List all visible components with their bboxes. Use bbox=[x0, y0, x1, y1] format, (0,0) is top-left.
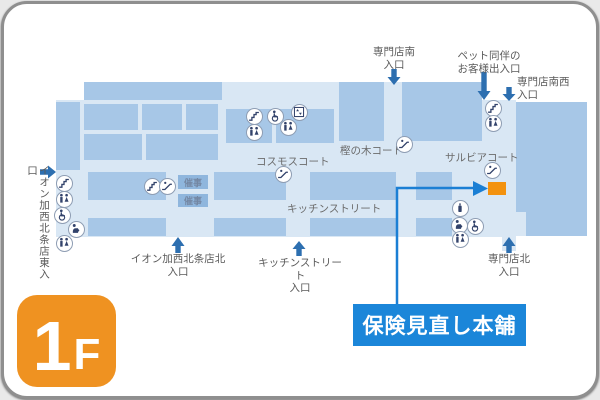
floor-letter: F bbox=[73, 330, 101, 379]
entrance-arrow-south bbox=[387, 69, 401, 85]
floor-badge: 1 F bbox=[17, 295, 116, 387]
restroom-icon bbox=[279, 118, 297, 136]
escalator-icon bbox=[395, 135, 413, 153]
building-blocks bbox=[56, 82, 587, 236]
restroom-icon bbox=[245, 123, 263, 141]
entrance-arrows bbox=[40, 69, 516, 256]
entrance-arrow-pet bbox=[477, 72, 491, 100]
wheelchair-icon bbox=[266, 107, 284, 125]
entrance-label-north-aeon: イオン加西北条店北入口 bbox=[130, 253, 226, 278]
entrance-label-southwest: 専門店南西入口 bbox=[517, 76, 570, 101]
escalator-icon bbox=[158, 177, 176, 195]
entrance-arrow-north-aeon bbox=[171, 237, 185, 253]
stairs-icon bbox=[245, 107, 263, 125]
event-space-label: 催事 bbox=[178, 194, 208, 207]
baby-room-icon bbox=[451, 199, 469, 217]
event-space-label: 催事 bbox=[178, 175, 208, 189]
elevator-icon bbox=[290, 103, 308, 121]
restroom-icon bbox=[55, 234, 73, 252]
entrance-arrow-east bbox=[40, 165, 56, 179]
entrance-arrow-north-senmon bbox=[502, 237, 516, 253]
court-label-kitchen-street: キッチンストリート bbox=[287, 203, 382, 215]
escalator-icon bbox=[483, 161, 501, 179]
stairs-icon bbox=[484, 99, 502, 117]
entrance-label-south: 専門店南入口 bbox=[373, 46, 415, 71]
store-name: 保険見直し本舗 bbox=[362, 315, 517, 338]
restroom-icon bbox=[55, 190, 73, 208]
entrance-label-east: イオン加西北条店東入口 bbox=[26, 165, 50, 280]
stairs-icon bbox=[55, 174, 73, 192]
wheelchair-icon bbox=[53, 206, 71, 224]
wheelchair-icon bbox=[466, 217, 484, 235]
court-label-salvia: サルビアコート bbox=[445, 152, 519, 164]
restroom-icon bbox=[451, 230, 469, 248]
store-leader-line bbox=[395, 181, 488, 304]
store-highlight-marker bbox=[488, 182, 506, 195]
court-label-cosmos: コスモスコート bbox=[256, 156, 330, 168]
floor-number: 1 bbox=[32, 307, 72, 385]
right-block-notch bbox=[516, 212, 526, 236]
court-label-kashinoki: 樫の木コート bbox=[340, 145, 403, 157]
entrance-label-pet: ペット同伴のお客様出入口 bbox=[457, 50, 521, 75]
restroom-icon bbox=[484, 114, 502, 132]
entrance-arrow-kitchen bbox=[292, 241, 306, 256]
escalator-icon bbox=[274, 165, 292, 183]
entrance-label-north-senmon: 専門店北入口 bbox=[488, 253, 530, 278]
entrance-arrow-southwest bbox=[502, 87, 516, 101]
nursing-room-icon bbox=[67, 220, 85, 238]
stairs-icon bbox=[143, 177, 161, 195]
store-callout-box: 保険見直し本舗 bbox=[353, 304, 526, 346]
entrance-label-kitchen: キッチンストリート入口 bbox=[258, 257, 342, 294]
